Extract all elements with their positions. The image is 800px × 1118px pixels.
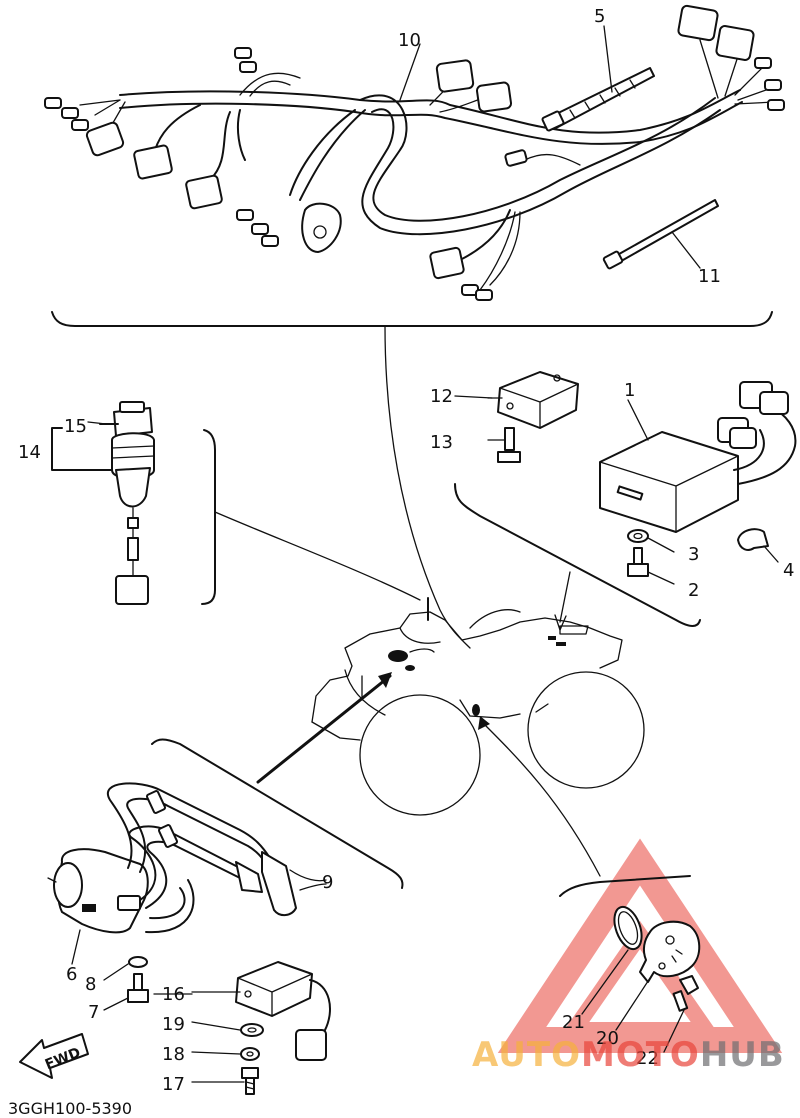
neutral-switch-group-bracket <box>559 875 691 897</box>
callout-leaders <box>87 25 701 995</box>
callout-labels: 1 2 3 4 5 6 7 8 9 10 11 12 13 14 15 16 1… <box>18 6 794 1095</box>
cable-tie-5 <box>541 67 655 132</box>
callout-4: 4 <box>783 560 794 581</box>
callout-10: 10 <box>398 30 421 51</box>
callout-15: 15 <box>64 416 87 437</box>
callout-20: 20 <box>596 1028 619 1049</box>
watermark-auto: AUTO <box>472 1035 581 1075</box>
callout-6: 6 <box>66 964 77 985</box>
watermark-hub: HUB <box>700 1035 785 1075</box>
wire-harness <box>79 39 781 291</box>
forward-direction-arrow <box>19 1033 89 1079</box>
leader-coil <box>256 674 392 784</box>
bolt-2 <box>627 547 675 585</box>
clamp-4 <box>737 528 779 563</box>
harness-connectors <box>44 4 785 301</box>
callout-21: 21 <box>562 1012 585 1033</box>
atv-outline <box>311 609 645 816</box>
rectifier-regulator-1 <box>599 381 797 533</box>
callout-17: 17 <box>162 1074 185 1095</box>
callout-8: 8 <box>85 974 96 995</box>
unit-16 <box>191 961 331 1061</box>
svg-text:AUTOMOTOHUB: AUTOMOTOHUB <box>472 1035 785 1075</box>
callout-2: 2 <box>688 580 699 601</box>
main-switch-14 <box>111 401 155 605</box>
callout-11: 11 <box>698 266 721 287</box>
screw-22 <box>663 975 699 1053</box>
coil-group-bracket <box>151 738 404 889</box>
switch-group-bracket <box>201 429 216 605</box>
ignition-coil-6 <box>47 782 327 965</box>
bolt-13 <box>487 427 521 463</box>
rectifier-group-bracket <box>454 483 701 627</box>
leader-switch <box>214 511 421 601</box>
screw-17 <box>191 1067 259 1095</box>
callout-12: 12 <box>430 386 453 407</box>
collar-3 <box>627 529 675 553</box>
cable-tie-11 <box>602 199 719 270</box>
diagram-code: 3GGH100-5390 <box>8 1099 132 1118</box>
callout-9: 9 <box>322 872 333 893</box>
washer-19 <box>191 1021 264 1037</box>
leader-neutral-switch <box>481 721 601 877</box>
callout-22: 22 <box>636 1048 659 1069</box>
leader-rectifier <box>559 571 571 623</box>
neutral-switch-20 <box>639 920 701 983</box>
callout-1: 1 <box>624 380 635 401</box>
washer-8 <box>103 956 148 981</box>
watermark-triangle <box>497 838 783 1053</box>
leader-20 <box>615 971 655 1031</box>
watermark-moto: MOTO <box>581 1035 700 1075</box>
harness-group-bracket <box>51 311 773 327</box>
callout-3: 3 <box>688 544 699 565</box>
callout-13: 13 <box>430 432 453 453</box>
o-ring-21 <box>581 905 643 1015</box>
cdi-module-12 <box>487 371 579 429</box>
callout-14: 14 <box>18 442 41 463</box>
watermark-text: AUTOMOTOHUB <box>472 1035 785 1075</box>
callout-5: 5 <box>594 6 605 27</box>
callout-18: 18 <box>162 1044 185 1065</box>
lock-washer-18 <box>191 1047 260 1061</box>
callout-7: 7 <box>88 1002 99 1023</box>
callout-19: 19 <box>162 1014 185 1035</box>
bolt-7 <box>103 973 149 1011</box>
callout-bracket-14 <box>51 423 119 471</box>
